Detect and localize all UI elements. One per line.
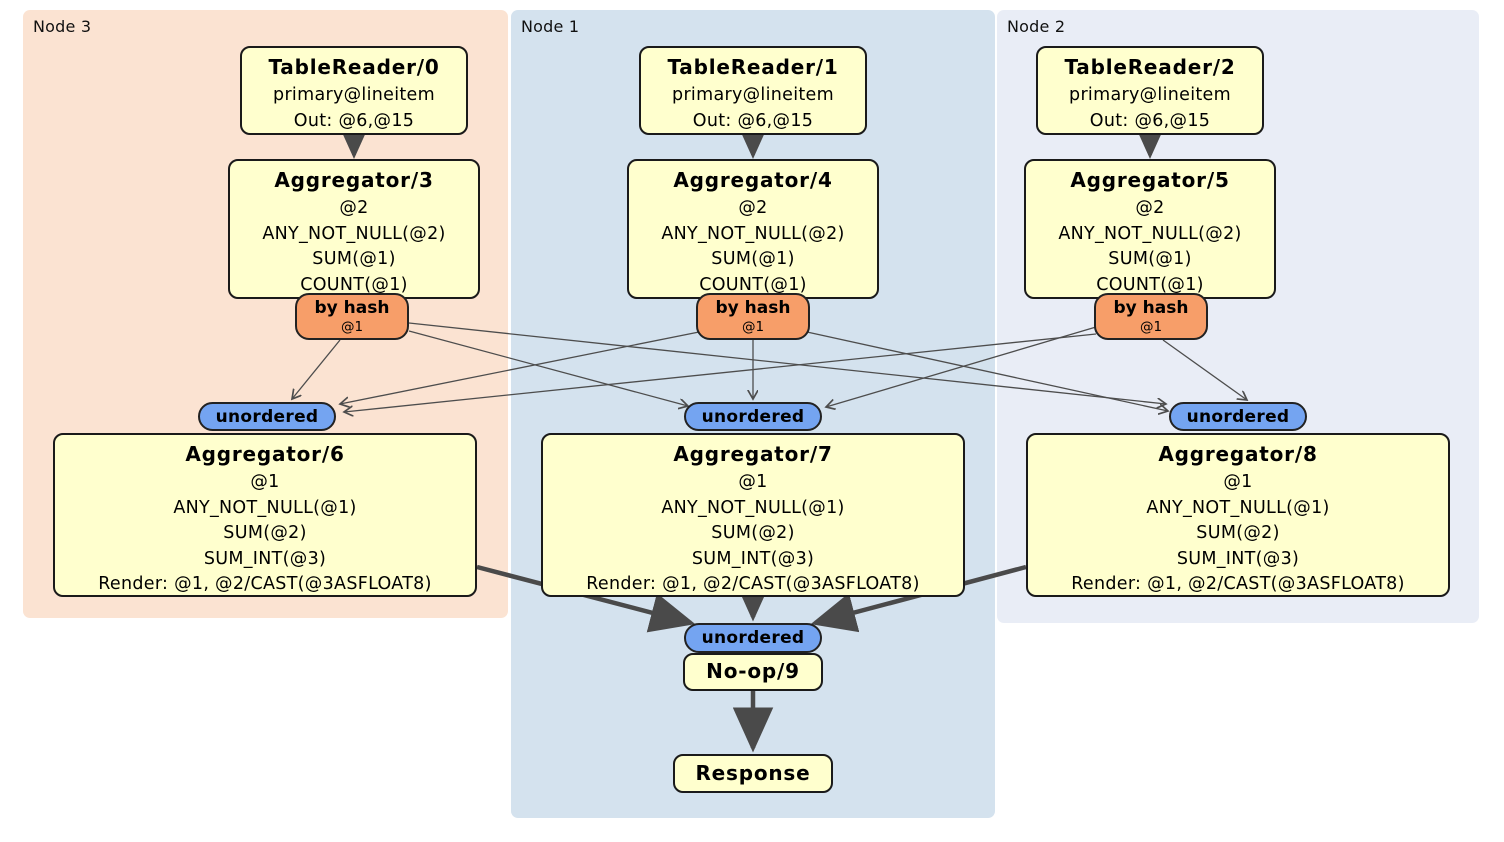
box-line: COUNT(@1) <box>300 274 408 295</box>
aggregator-8-box: Aggregator/8 @1 ANY_NOT_NULL(@1) SUM(@2)… <box>1026 433 1450 597</box>
router-by-hash-5: by hash @1 <box>1094 293 1208 340</box>
box-line: @1 <box>1223 472 1253 492</box>
sync-unordered-2: unordered <box>1169 402 1307 431</box>
box-title: Aggregator/6 <box>185 442 345 466</box>
box-line: SUM(@1) <box>711 249 795 269</box>
edge-router4-sync3 <box>340 331 700 404</box>
aggregator-5-box: Aggregator/5 @2 ANY_NOT_NULL(@2) SUM(@1)… <box>1024 159 1276 299</box>
edge-router3-sync3 <box>292 339 341 399</box>
box-title: Aggregator/8 <box>1158 442 1318 466</box>
box-line: ANY_NOT_NULL(@1) <box>1146 497 1330 518</box>
box-line: COUNT(@1) <box>1096 274 1204 295</box>
box-line: Out: @6,@15 <box>1089 110 1211 131</box>
box-line: SUM(@1) <box>312 249 396 269</box>
box-line: @1 <box>250 472 280 492</box>
tablereader-1-box: TableReader/1 primary@lineitem Out: @6,@… <box>639 46 867 135</box>
box-title: Response <box>695 761 811 785</box>
box-title: Aggregator/4 <box>673 168 833 192</box>
box-line: primary@lineitem <box>672 85 834 105</box>
box-line: @2 <box>339 198 369 218</box>
router-label: by hash <box>1113 298 1189 318</box>
aggregator-7-box: Aggregator/7 @1 ANY_NOT_NULL(@1) SUM(@2)… <box>541 433 965 597</box>
aggregator-6-box: Aggregator/6 @1 ANY_NOT_NULL(@1) SUM(@2)… <box>53 433 477 597</box>
router-label: by hash <box>715 298 791 318</box>
router-by-hash-3: by hash @1 <box>295 293 409 340</box>
router-detail: @1 <box>1139 319 1163 335</box>
sync-unordered-3: unordered <box>198 402 336 431</box>
sync-label: unordered <box>215 407 319 427</box>
sync-unordered-1: unordered <box>684 402 822 431</box>
tablereader-2-box: TableReader/2 primary@lineitem Out: @6,@… <box>1036 46 1264 135</box>
router-detail: @1 <box>340 319 364 335</box>
box-line: SUM(@2) <box>223 523 307 543</box>
edge-router3-sync1 <box>408 330 688 406</box>
box-line: COUNT(@1) <box>699 274 807 295</box>
router-label: by hash <box>314 298 390 318</box>
box-line: SUM(@1) <box>1108 249 1192 269</box>
node1-label: Node 1 <box>521 17 580 36</box>
edge-router5-sync2 <box>1162 339 1247 400</box>
box-line: ANY_NOT_NULL(@1) <box>173 497 357 518</box>
box-title: TableReader/1 <box>667 55 839 79</box>
node3-label: Node 3 <box>33 17 92 36</box>
box-line: Render: @1, @2/CAST(@3ASFLOAT8) <box>1071 574 1405 594</box>
node2-label: Node 2 <box>1007 17 1066 36</box>
box-title: Aggregator/5 <box>1070 168 1230 192</box>
aggregator-3-box: Aggregator/3 @2 ANY_NOT_NULL(@2) SUM(@1)… <box>228 159 480 299</box>
box-line: primary@lineitem <box>273 85 435 105</box>
box-title: Aggregator/3 <box>274 168 434 192</box>
box-line: SUM(@2) <box>711 523 795 543</box>
box-line: @2 <box>1135 198 1165 218</box>
box-line: ANY_NOT_NULL(@2) <box>1058 223 1242 244</box>
box-line: SUM_INT(@3) <box>203 548 327 569</box>
response-box: Response <box>673 754 833 793</box>
box-line: SUM_INT(@3) <box>1176 548 1300 569</box>
tablereader-0-box: TableReader/0 primary@lineitem Out: @6,@… <box>240 46 468 135</box>
box-title: Aggregator/7 <box>673 442 833 466</box>
box-line: SUM_INT(@3) <box>691 548 815 569</box>
box-title: No-op/9 <box>706 659 800 683</box>
noop-9-box: No-op/9 <box>683 653 823 691</box>
box-line: ANY_NOT_NULL(@1) <box>661 497 845 518</box>
router-detail: @1 <box>741 319 765 335</box>
edge-router5-sync3 <box>344 333 1097 412</box>
router-by-hash-4: by hash @1 <box>696 293 810 340</box>
aggregator-4-box: Aggregator/4 @2 ANY_NOT_NULL(@2) SUM(@1)… <box>627 159 879 299</box>
box-line: Render: @1, @2/CAST(@3ASFLOAT8) <box>586 574 920 594</box>
edge-router3-sync2 <box>408 322 1166 404</box>
box-line: Render: @1, @2/CAST(@3ASFLOAT8) <box>98 574 432 594</box>
box-line: @1 <box>738 472 768 492</box>
box-line: ANY_NOT_NULL(@2) <box>661 223 845 244</box>
sync-label: unordered <box>701 628 805 648</box>
sync-label: unordered <box>1186 407 1290 427</box>
box-line: Out: @6,@15 <box>293 110 415 131</box>
box-line: SUM(@2) <box>1196 523 1280 543</box>
sync-label: unordered <box>701 407 805 427</box>
box-line: ANY_NOT_NULL(@2) <box>262 223 446 244</box>
final-sync-unordered: unordered <box>684 623 822 653</box>
edge-router5-sync1 <box>826 326 1097 407</box>
box-title: TableReader/2 <box>1064 55 1236 79</box>
box-line: primary@lineitem <box>1069 85 1231 105</box>
box-title: TableReader/0 <box>268 55 440 79</box>
edge-router4-sync2 <box>806 331 1168 411</box>
box-line: Out: @6,@15 <box>692 110 814 131</box>
box-line: @2 <box>738 198 768 218</box>
